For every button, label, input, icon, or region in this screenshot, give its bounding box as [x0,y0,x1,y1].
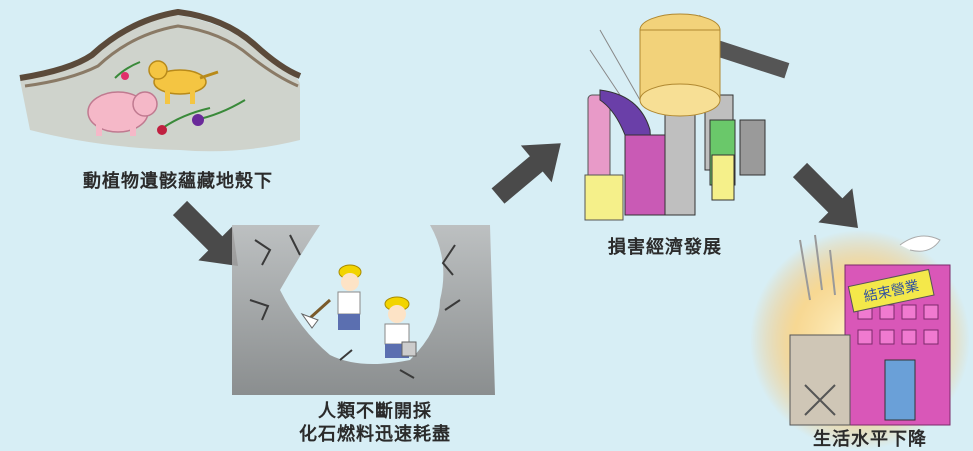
closed-shop-scene: 結束營業 [750,230,970,450]
caption-step-2-line-1: 人類不斷開採 [318,401,432,422]
dog-icon [148,60,219,104]
closed-sign-icon [847,268,935,313]
arrow-2 [491,143,561,204]
underground-fossil-scene [19,8,302,152]
caption-step-1: 動植物遺骸蘊藏地殼下 [83,171,273,192]
caption-step-4: 生活水平下降 [813,429,927,450]
gavel-crushing-buildings-scene [584,13,790,221]
caption-step-2-line-2: 化石燃料迅速耗盡 [299,424,451,445]
mining-workers-scene [232,225,495,395]
gavel-icon [639,13,790,117]
arrow-3 [792,162,858,228]
caption-step-3: 損害經濟發展 [608,237,722,258]
worker-icon [300,264,362,330]
pig-icon [87,91,158,136]
worker-icon [384,296,417,358]
arrow-1 [172,200,238,266]
flower-icon [114,61,246,135]
